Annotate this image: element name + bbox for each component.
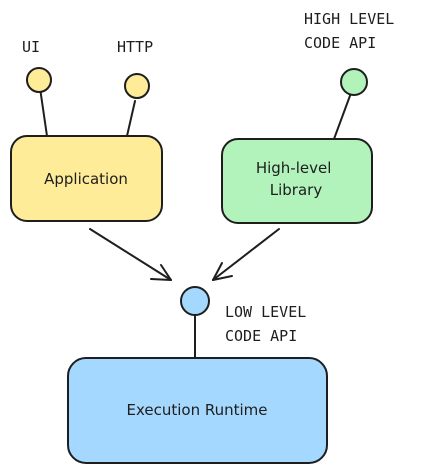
library-label: High-level Library [256,159,336,199]
high-level-api-label: HIGH LEVEL CODE API [304,10,403,52]
library-node: High-level Library [221,138,373,224]
application-node: Application [10,135,163,222]
runtime-node: Execution Runtime [67,357,328,464]
http-connector [126,100,136,137]
connectors [39,87,352,359]
ui-port-label: UI [22,38,40,56]
runtime-label: Execution Runtime [126,401,267,419]
low-level-api-port [180,286,210,316]
http-port-label: HTTP [117,38,153,56]
application-to-api-arrow [89,228,172,281]
ui-connector [39,87,48,137]
library-to-api-arrow [212,228,280,281]
ui-port [26,67,52,93]
low-level-api-label: LOW LEVEL CODE API [225,303,315,345]
high-level-api-connector [333,92,352,140]
high-level-api-port [340,68,368,96]
http-port [124,73,150,99]
application-label: Application [44,170,128,188]
